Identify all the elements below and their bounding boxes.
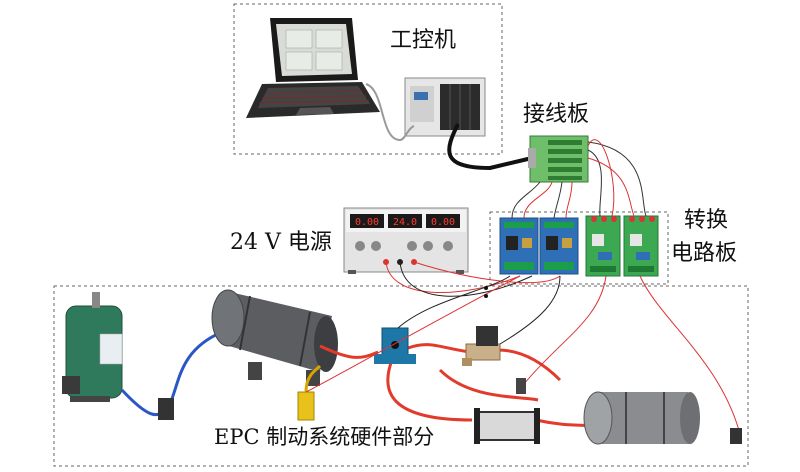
end-connector <box>730 428 742 444</box>
pressure-reservoir <box>211 289 338 386</box>
label-terminal-board: 接线板 <box>523 102 590 127</box>
psu-display-right: 0.00 <box>431 217 455 228</box>
psu-display-left: 0.00 <box>355 217 379 228</box>
data-cable <box>447 123 533 171</box>
brake-reservoir <box>583 391 700 445</box>
epc-hardware-group-box <box>53 285 749 467</box>
converter-module-green-1 <box>585 215 621 277</box>
label-converter-line2: 电路板 <box>671 241 738 266</box>
label-converter-line1: 转换 <box>684 208 729 233</box>
label-industrial-pc: 工控机 <box>390 28 457 53</box>
displacement-sensor <box>516 378 526 394</box>
psu-display-middle: 24.0 <box>393 217 417 228</box>
terminal-board <box>528 135 589 183</box>
pressure-sensor <box>297 364 322 421</box>
sensor-leads <box>305 275 741 435</box>
label-power-supply: 24 V 电源 <box>230 230 332 255</box>
converter-group-box <box>489 211 669 285</box>
brake-cylinder <box>474 408 540 444</box>
proportional-valve <box>462 326 501 366</box>
pneumatic-lines <box>319 343 627 436</box>
pxi-chassis <box>404 77 486 137</box>
air-tank <box>62 292 123 402</box>
converter-module-blue-1 <box>499 217 539 275</box>
junction-dot <box>484 286 488 290</box>
converter-module-blue-2 <box>539 217 579 275</box>
industrial-pc-group-box <box>233 3 503 155</box>
signal-wires <box>511 139 647 219</box>
filter-regulator <box>158 398 174 420</box>
label-epc-hardware: EPC 制动系统硬件部分 <box>214 425 435 449</box>
power-supply-unit: 0.00 24.0 0.00 <box>343 207 469 274</box>
junction-dot <box>484 294 488 298</box>
solenoid-valve <box>374 327 416 364</box>
usb-cable <box>365 83 415 142</box>
converter-module-green-2 <box>623 215 659 277</box>
laptop <box>246 18 380 118</box>
